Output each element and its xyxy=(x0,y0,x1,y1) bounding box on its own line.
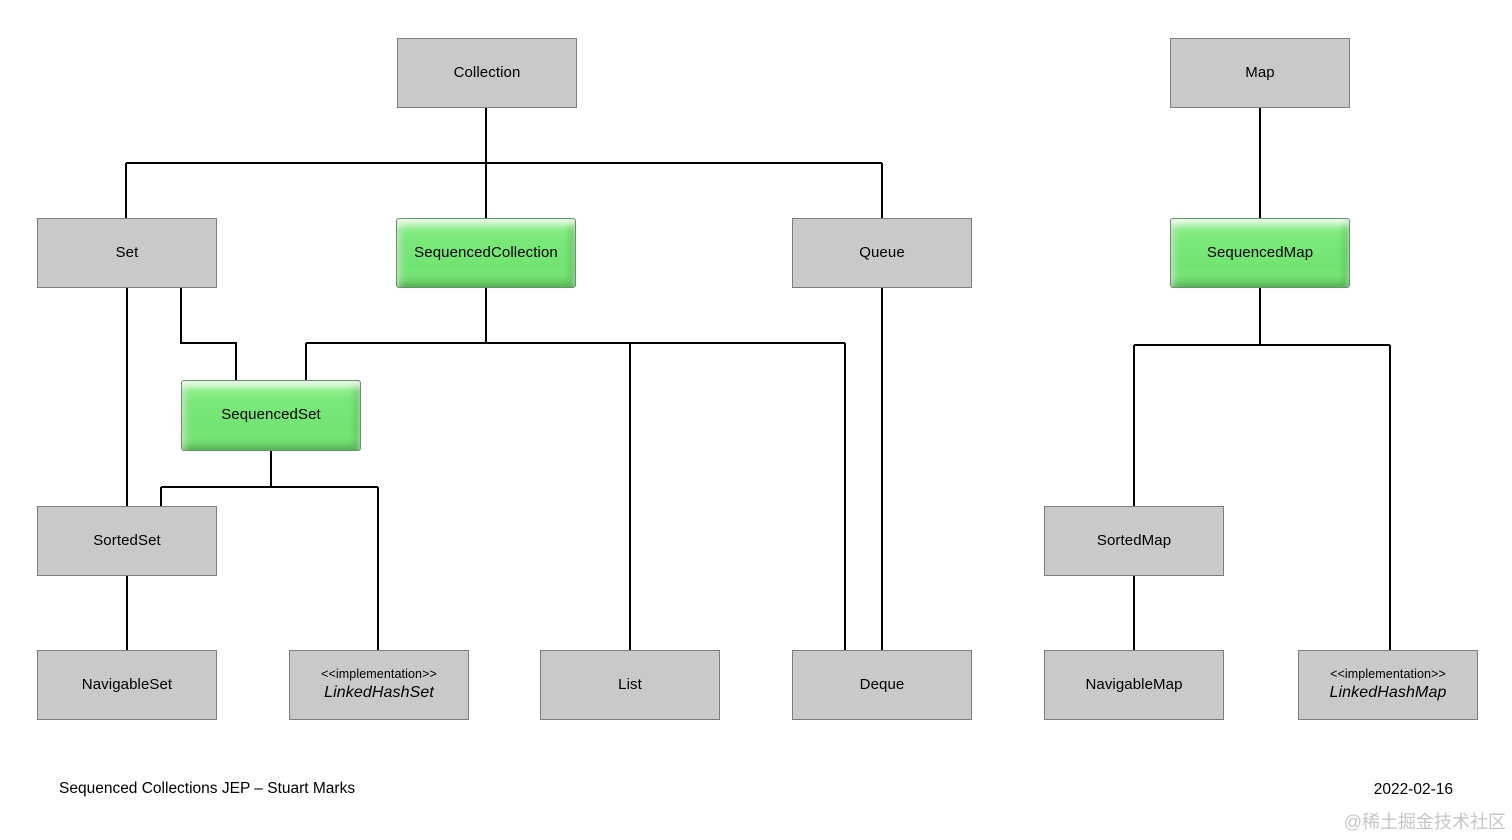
node-label: Deque xyxy=(859,675,905,693)
footer-date: 2022-02-16 xyxy=(1373,781,1453,798)
watermark-text: @稀土掘金技术社区 xyxy=(1343,812,1506,832)
node-linked-hash-map: <<implementation>>LinkedHashMap xyxy=(1298,650,1478,720)
node-label: Set xyxy=(115,243,139,261)
node-set: Set xyxy=(37,218,217,288)
node-sorted-map: SortedMap xyxy=(1044,506,1224,576)
node-label: SortedSet xyxy=(93,531,161,549)
node-label: NavigableSet xyxy=(81,675,173,693)
connector-line xyxy=(180,288,237,381)
node-label: LinkedHashMap xyxy=(1329,683,1447,701)
node-sorted-set: SortedSet xyxy=(37,506,217,576)
node-map: Map xyxy=(1170,38,1350,108)
node-label: List xyxy=(618,675,642,693)
node-deque: Deque xyxy=(792,650,972,720)
node-label: NavigableMap xyxy=(1085,675,1183,693)
node-queue: Queue xyxy=(792,218,972,288)
node-list: List xyxy=(540,650,720,720)
node-label: SequencedSet xyxy=(221,406,321,424)
node-linked-hash-set: <<implementation>>LinkedHashSet xyxy=(289,650,469,720)
footer-title: Sequenced Collections JEP – Stuart Marks xyxy=(59,780,356,797)
node-stereotype: <<implementation>> xyxy=(1330,667,1446,682)
node-label: Collection xyxy=(453,63,521,81)
node-label: Queue xyxy=(859,243,905,261)
node-navigable-map: NavigableMap xyxy=(1044,650,1224,720)
node-navigable-set: NavigableSet xyxy=(37,650,217,720)
node-label: LinkedHashSet xyxy=(324,683,434,701)
node-label: SequencedCollection xyxy=(414,243,558,261)
node-sequenced-set: SequencedSet xyxy=(181,380,361,451)
node-label: Map xyxy=(1245,63,1275,81)
node-label: SortedMap xyxy=(1096,531,1172,549)
node-stereotype: <<implementation>> xyxy=(321,667,437,682)
node-sequenced-collection: SequencedCollection xyxy=(396,218,576,288)
node-sequenced-map: SequencedMap xyxy=(1170,218,1350,288)
node-collection: Collection xyxy=(397,38,577,108)
node-label: SequencedMap xyxy=(1206,243,1314,261)
